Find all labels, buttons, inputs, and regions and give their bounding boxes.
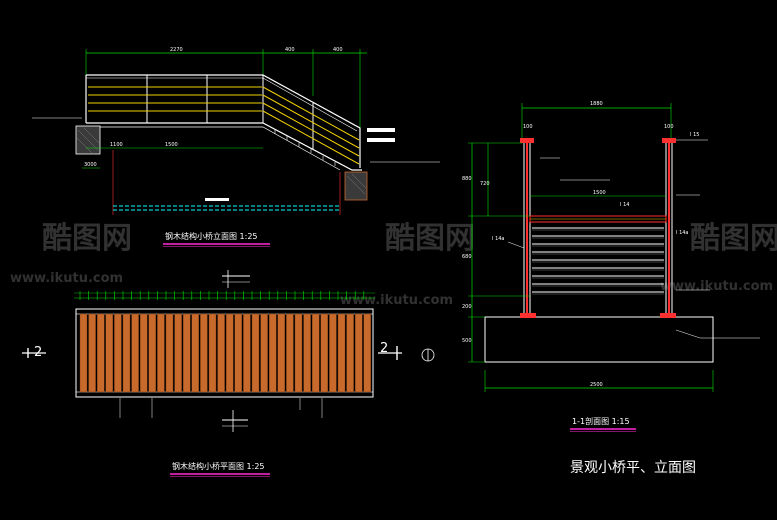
timber-plank xyxy=(355,313,363,393)
timber-plank xyxy=(260,313,268,393)
timber-plank xyxy=(337,313,346,393)
elevation-dim-bottom: 1500 xyxy=(165,142,178,148)
section-dim-left: 880 xyxy=(462,176,472,182)
watermark-url: www.ikutu.com xyxy=(340,293,453,308)
watermark-group: 酷图网 www.ikutu.com 酷图网 www.ikutu.com 酷图网 … xyxy=(10,221,777,308)
watermark-url: www.ikutu.com xyxy=(660,279,773,294)
section-dim-left: 200 xyxy=(462,304,472,310)
timber-plank xyxy=(225,313,234,393)
watermark-brand: 酷图网 xyxy=(690,221,777,256)
timber-plank xyxy=(165,313,174,393)
elevation-dim-top: 400 xyxy=(285,47,295,53)
elevation-dim-top: 400 xyxy=(333,47,343,53)
section-dim-top: 1880 xyxy=(590,101,603,107)
timber-plank xyxy=(157,313,165,393)
section-dim-inner: 1500 xyxy=(593,190,606,196)
section-dim-left: 720 xyxy=(480,181,490,187)
watermark-brand: 酷图网 xyxy=(385,221,475,256)
timber-plank xyxy=(96,313,105,393)
plan-view: 2 2 钢木结构小桥平面图 1:25 xyxy=(22,270,435,477)
section-marker-label: 2 xyxy=(34,345,42,360)
timber-plank xyxy=(131,313,139,393)
timber-plank xyxy=(139,313,148,393)
timber-plank xyxy=(243,313,251,393)
section-title: 1-1剖面图 1:15 xyxy=(572,416,630,426)
timber-plank xyxy=(200,313,208,393)
timber-plank xyxy=(320,313,328,393)
timber-plank xyxy=(234,313,243,393)
plan-title: 钢木结构小桥平面图 1:25 xyxy=(172,461,265,471)
section-label: I 14a xyxy=(676,230,689,236)
timber-plank xyxy=(182,313,191,393)
timber-plank xyxy=(114,313,122,393)
timber-plank xyxy=(346,313,354,393)
section-dim-bottom: 2500 xyxy=(590,382,603,388)
elevation-view: 2270 400 400 xyxy=(32,47,440,247)
section-label: I 15 xyxy=(690,132,699,138)
timber-plank xyxy=(251,313,260,393)
timber-plank xyxy=(277,313,285,393)
section-marker-label: 2 xyxy=(380,341,388,356)
timber-plank xyxy=(294,313,303,393)
timber-plank xyxy=(217,313,225,393)
section-dim-post: 100 xyxy=(664,124,674,130)
timber-plank xyxy=(105,313,114,393)
section-marker-left: 2 xyxy=(22,345,46,360)
timber-plank xyxy=(88,313,96,393)
section-dim-left: 500 xyxy=(462,338,472,344)
section-label: I 14 xyxy=(620,202,629,208)
timber-plank xyxy=(286,313,294,393)
elevation-title: 钢木结构小桥立面图 1:25 xyxy=(165,231,258,241)
section-dim-post: 100 xyxy=(523,124,533,130)
section-marker-right: 2 xyxy=(378,341,402,360)
watermark-url: www.ikutu.com xyxy=(10,271,123,286)
timber-plank xyxy=(174,313,182,393)
elevation-dim-bottom: 1100 xyxy=(110,142,123,148)
timber-plank xyxy=(208,313,217,393)
watermark-brand: 酷图网 xyxy=(42,221,132,256)
section-label: I 14a xyxy=(492,236,505,242)
drawing-main-title: 景观小桥平、立面图 xyxy=(570,460,696,476)
timber-plank xyxy=(269,313,277,393)
section-view: 1880 1500 2500 xyxy=(462,101,760,432)
elevation-dim-top: 2270 xyxy=(170,47,183,53)
timber-plank xyxy=(191,313,200,393)
timber-plank xyxy=(329,313,337,393)
section-dim-left: 680 xyxy=(462,254,472,260)
timber-plank xyxy=(303,313,311,393)
timber-plank xyxy=(312,313,320,393)
timber-plank xyxy=(363,313,371,393)
elevation-dim-bottom: 3000 xyxy=(84,162,97,168)
timber-plank xyxy=(122,313,131,393)
timber-plank xyxy=(148,313,157,393)
timber-plank xyxy=(79,313,88,393)
